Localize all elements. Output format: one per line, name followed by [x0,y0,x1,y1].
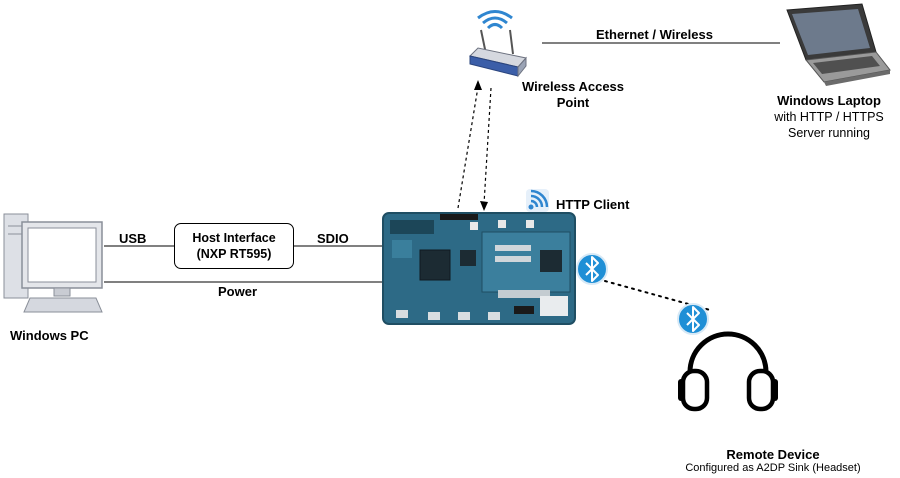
bluetooth-icon [576,253,608,285]
host-interface-line2: (NXP RT595) [196,247,272,261]
usb-label: USB [119,231,147,246]
wireless-router-icon [469,10,527,78]
remote-device-subtitle: Configured as A2DP Sink (Headset) [685,462,861,474]
ethernet-link-label: Ethernet / Wireless [596,27,713,42]
power-label: Power [218,284,258,299]
access-point-label-line2: Point [556,95,590,110]
laptop-subtitle-1: with HTTP / HTTPS [774,110,884,124]
laptop-title: Windows Laptop [777,93,881,108]
host-interface-box: Host Interface (NXP RT595) [174,223,294,269]
wifi-signal-icon [526,189,549,212]
desktop-computer-icon [3,213,103,313]
windows-pc-label: Windows PC [10,328,89,343]
wifi-downlink-arrow [480,87,492,211]
http-client-label: HTTP Client [556,197,630,212]
wifi-uplink-arrow [457,80,482,209]
remote-device-title: Remote Device [726,447,820,462]
access-point-label-line1: Wireless Access [521,79,625,94]
host-interface-line1: Host Interface [192,231,276,245]
dev-board-icon [382,212,576,325]
laptop-icon [786,3,891,86]
bluetooth-icon [677,303,709,335]
headphones-icon [678,331,778,412]
laptop-subtitle-2: Server running [788,126,870,140]
sdio-label: SDIO [317,231,349,246]
